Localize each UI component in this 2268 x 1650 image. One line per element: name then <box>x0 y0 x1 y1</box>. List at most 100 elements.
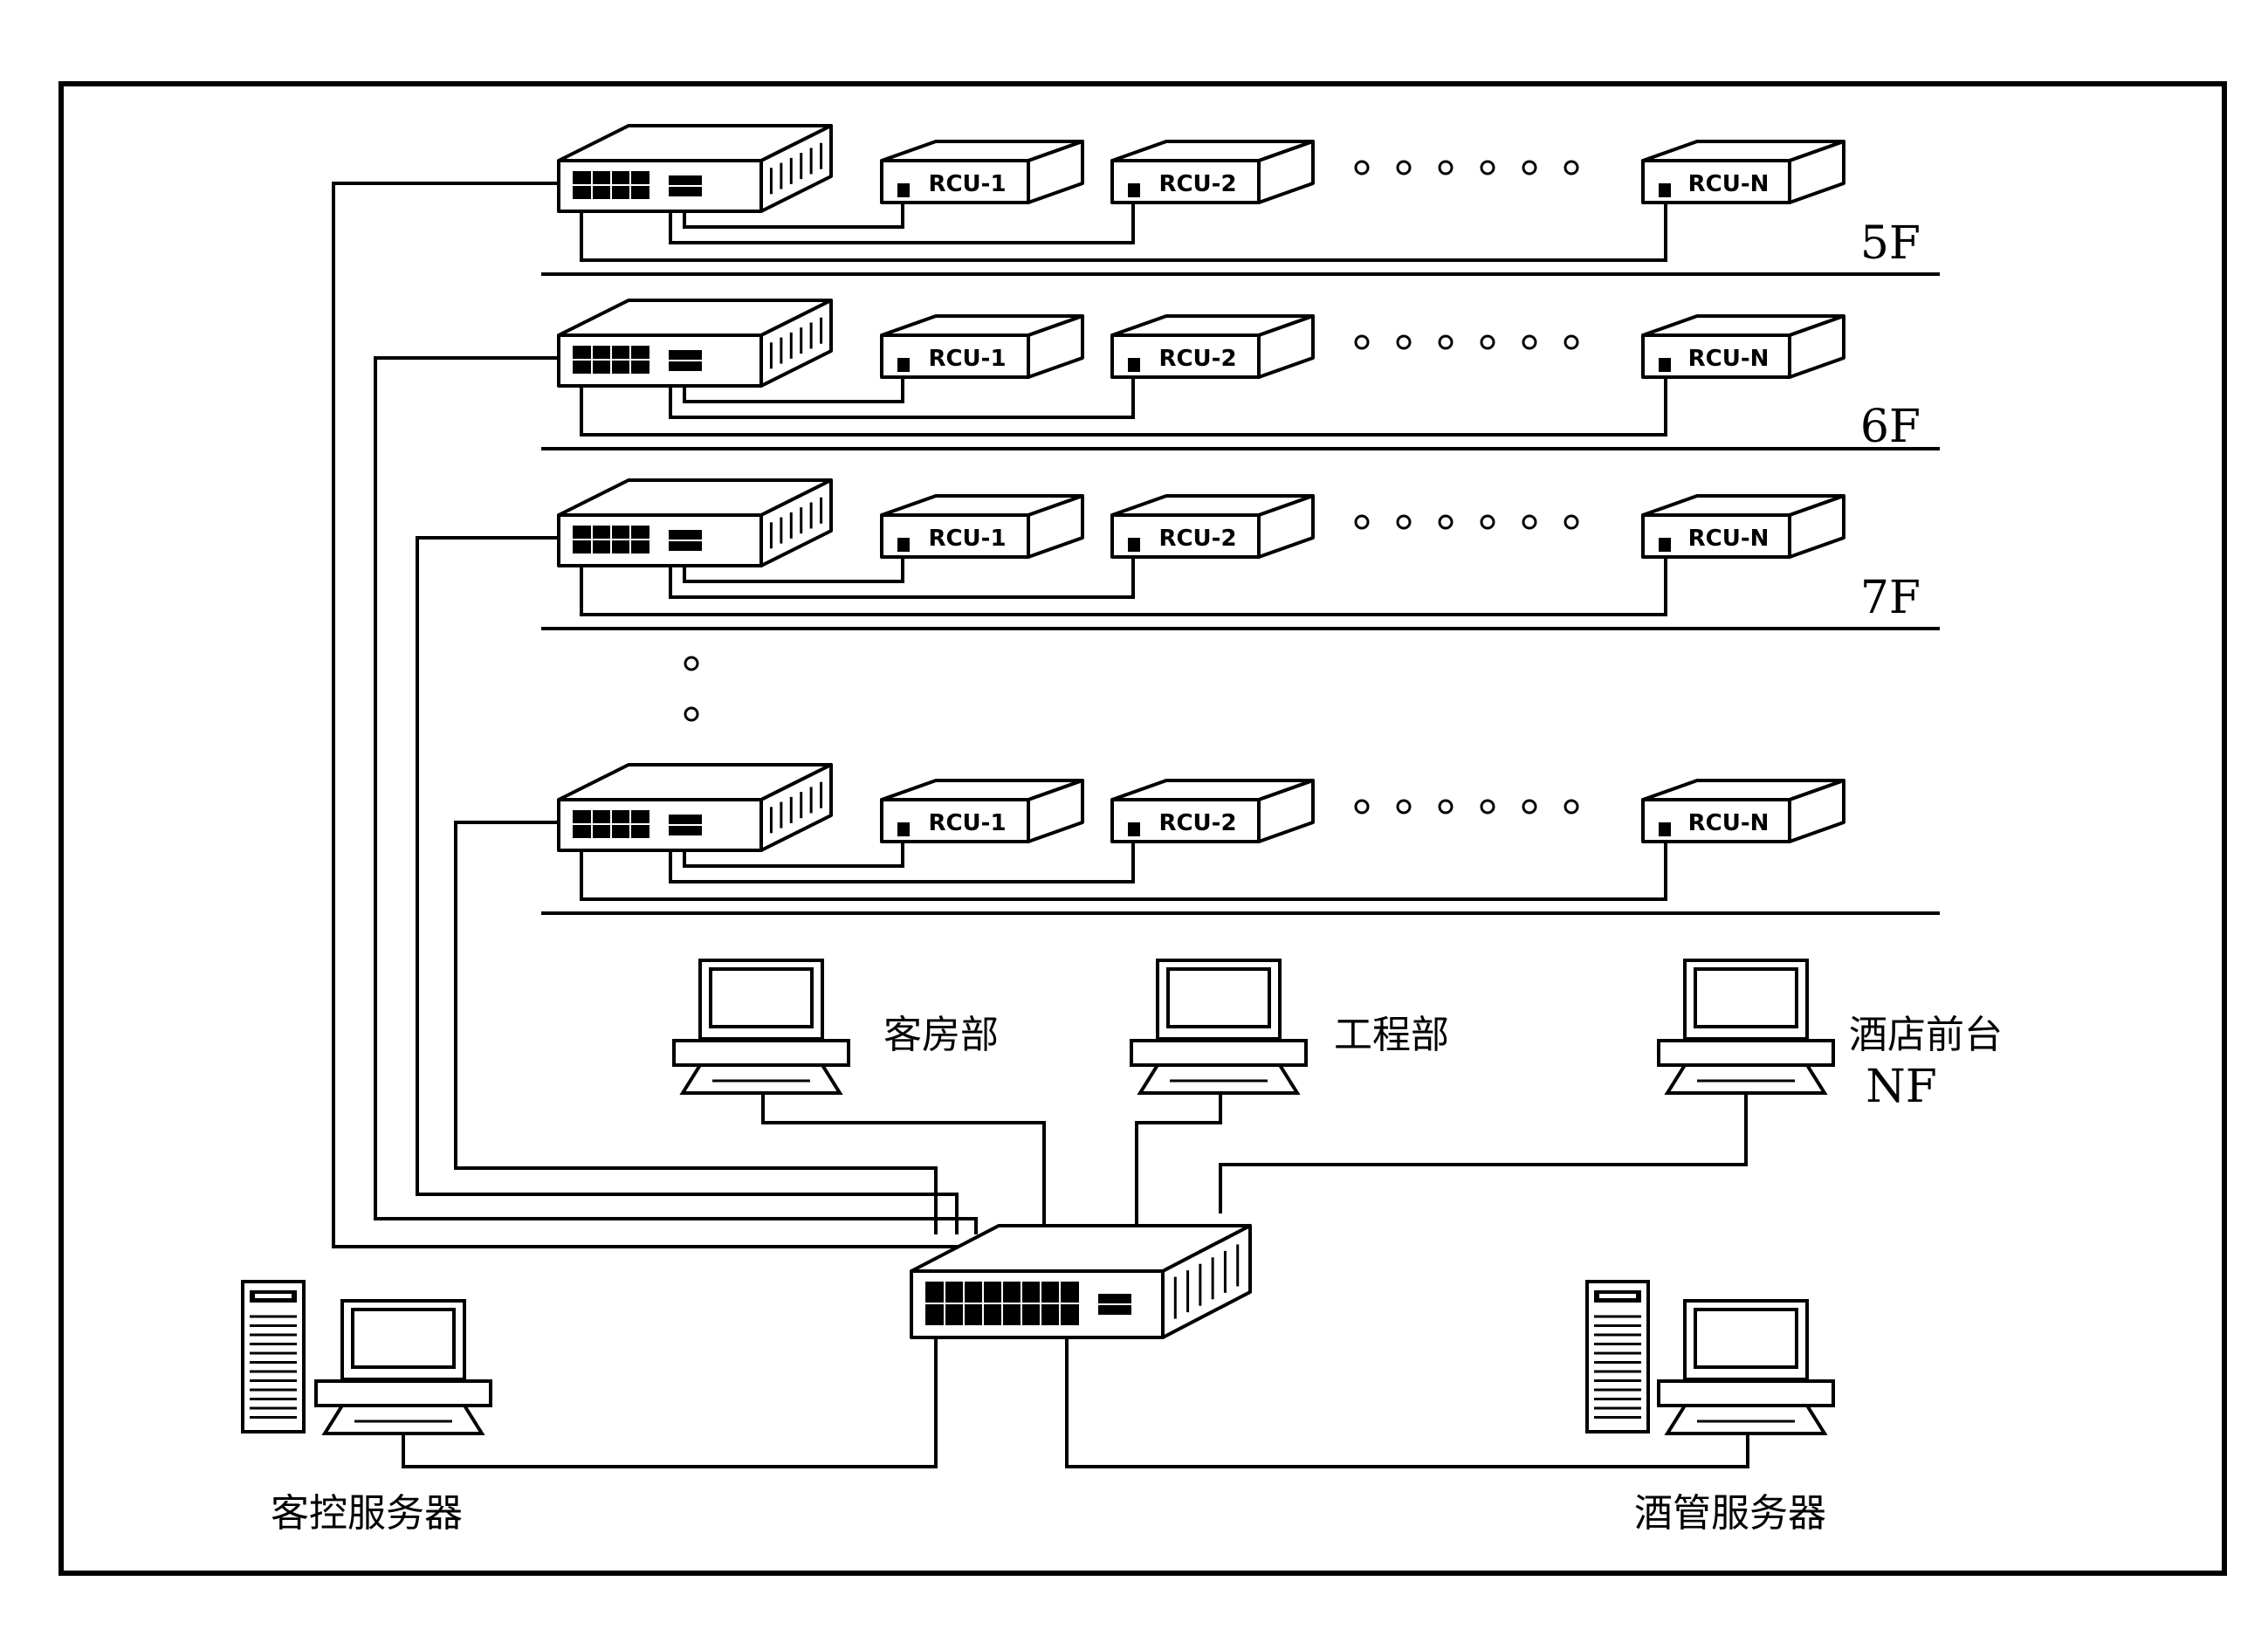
ellipsis-dot <box>684 706 699 722</box>
ellipsis-dot <box>1480 334 1495 350</box>
cable-switch-rcu-1 <box>683 555 904 583</box>
rcu-label: RCU-1 <box>928 346 1006 372</box>
ellipsis-dot <box>1396 514 1412 530</box>
ellipsis-dot <box>1522 799 1537 815</box>
cable-dept-1 <box>761 1093 1046 1226</box>
rcu-port <box>1128 822 1140 836</box>
rcu-device <box>1641 494 1845 559</box>
rcu-device <box>880 494 1084 559</box>
floor-label: 7F <box>1860 572 1921 624</box>
core-switch <box>910 1224 1252 1339</box>
rcu-device <box>880 140 1084 204</box>
rcu-device <box>880 779 1084 843</box>
server-tower <box>241 1280 306 1433</box>
ellipsis-dot <box>1354 799 1370 815</box>
cable-dept-3 <box>1219 1093 1748 1213</box>
workstation <box>1657 959 1835 1095</box>
ellipsis-dot <box>1354 160 1370 175</box>
floor-switch <box>557 763 833 852</box>
rcu-port <box>1659 822 1671 836</box>
ellipsis-dot <box>1564 799 1579 815</box>
rcu-port <box>1659 538 1671 552</box>
cable-switch-rcu-n <box>580 840 1667 901</box>
rcu-label: RCU-2 <box>1158 346 1236 372</box>
ellipsis-dot <box>1396 799 1412 815</box>
rcu-port <box>897 358 910 372</box>
rcu-device <box>1110 314 1315 379</box>
ellipsis-dot <box>1396 160 1412 175</box>
cable-switch-rcu-2 <box>669 375 1135 419</box>
cable-switch-rcu-n <box>580 375 1667 437</box>
rcu-label: RCU-N <box>1688 526 1770 552</box>
rcu-label: RCU-N <box>1688 810 1770 836</box>
cable-floor-trunk <box>374 356 978 1234</box>
rcu-label: RCU-N <box>1688 171 1770 197</box>
rcu-label: RCU-2 <box>1158 810 1236 836</box>
cable-switch-rcu-1 <box>683 375 904 403</box>
rcu-device <box>1110 779 1315 843</box>
rcu-port <box>897 183 910 197</box>
ellipsis-dot <box>1438 160 1454 175</box>
rcu-label: RCU-1 <box>928 171 1006 197</box>
cable-layer <box>332 182 1940 1468</box>
rcu-device <box>1641 779 1845 843</box>
server-label: 客控服务器 <box>271 1491 463 1536</box>
server-monitor <box>1657 1299 1835 1435</box>
ellipsis-dot <box>1438 334 1454 350</box>
rcu-device <box>880 314 1084 379</box>
ellipsis-dot <box>1354 514 1370 530</box>
server-monitor <box>314 1299 492 1435</box>
ellipsis-dot <box>1564 334 1579 350</box>
ellipsis-dot <box>1522 334 1537 350</box>
cable-switch-rcu-1 <box>683 840 904 868</box>
floor-label: NF <box>1866 1061 1937 1113</box>
workstation <box>1130 959 1308 1095</box>
cable-switch-rcu-n <box>580 201 1667 262</box>
ellipsis-dot <box>1522 514 1537 530</box>
department-label: 酒店前台 <box>1849 1013 2003 1057</box>
ellipsis-dot <box>1480 160 1495 175</box>
ellipsis-dot <box>1564 160 1579 175</box>
rcu-device <box>1641 140 1845 204</box>
cable-dept-2 <box>1135 1093 1222 1226</box>
rcu-device <box>1110 140 1315 204</box>
rcu-port <box>1659 183 1671 197</box>
department-label: 客房部 <box>883 1013 999 1057</box>
rcu-port <box>1659 358 1671 372</box>
workstation <box>672 959 850 1095</box>
device-layer <box>241 124 1845 1435</box>
rcu-port <box>1128 358 1140 372</box>
floor-switch <box>557 299 833 388</box>
department-label: 工程部 <box>1334 1013 1449 1057</box>
ellipsis-dot <box>1480 514 1495 530</box>
cable-switch-rcu-2 <box>669 201 1135 244</box>
rcu-label: RCU-N <box>1688 346 1770 372</box>
rcu-device <box>1641 314 1845 379</box>
rcu-label: RCU-2 <box>1158 171 1236 197</box>
server-label: 酒管服务器 <box>1634 1491 1826 1536</box>
rcu-label: RCU-2 <box>1158 526 1236 552</box>
cable-floor-trunk <box>454 821 938 1234</box>
diagram-border <box>58 81 2227 1576</box>
rcu-port <box>897 538 910 552</box>
ellipsis-dot <box>1396 334 1412 350</box>
rcu-label: RCU-1 <box>928 526 1006 552</box>
server-tower <box>1585 1280 1650 1433</box>
floor-switch <box>557 478 833 567</box>
floor-label: 5F <box>1860 217 1921 270</box>
cable-floor-trunk <box>416 536 959 1234</box>
rcu-device <box>1110 494 1315 559</box>
rcu-port <box>1128 538 1140 552</box>
floor-switch <box>557 124 833 213</box>
ellipsis-dot <box>1480 799 1495 815</box>
floor-label: 6F <box>1860 401 1921 453</box>
cable-switch-rcu-n <box>580 555 1667 616</box>
rcu-port <box>897 822 910 836</box>
cable-server-1 <box>402 1329 938 1468</box>
cable-switch-rcu-2 <box>669 555 1135 599</box>
rcu-port <box>1128 183 1140 197</box>
cable-switch-rcu-2 <box>669 840 1135 883</box>
cable-switch-rcu-1 <box>683 201 904 229</box>
